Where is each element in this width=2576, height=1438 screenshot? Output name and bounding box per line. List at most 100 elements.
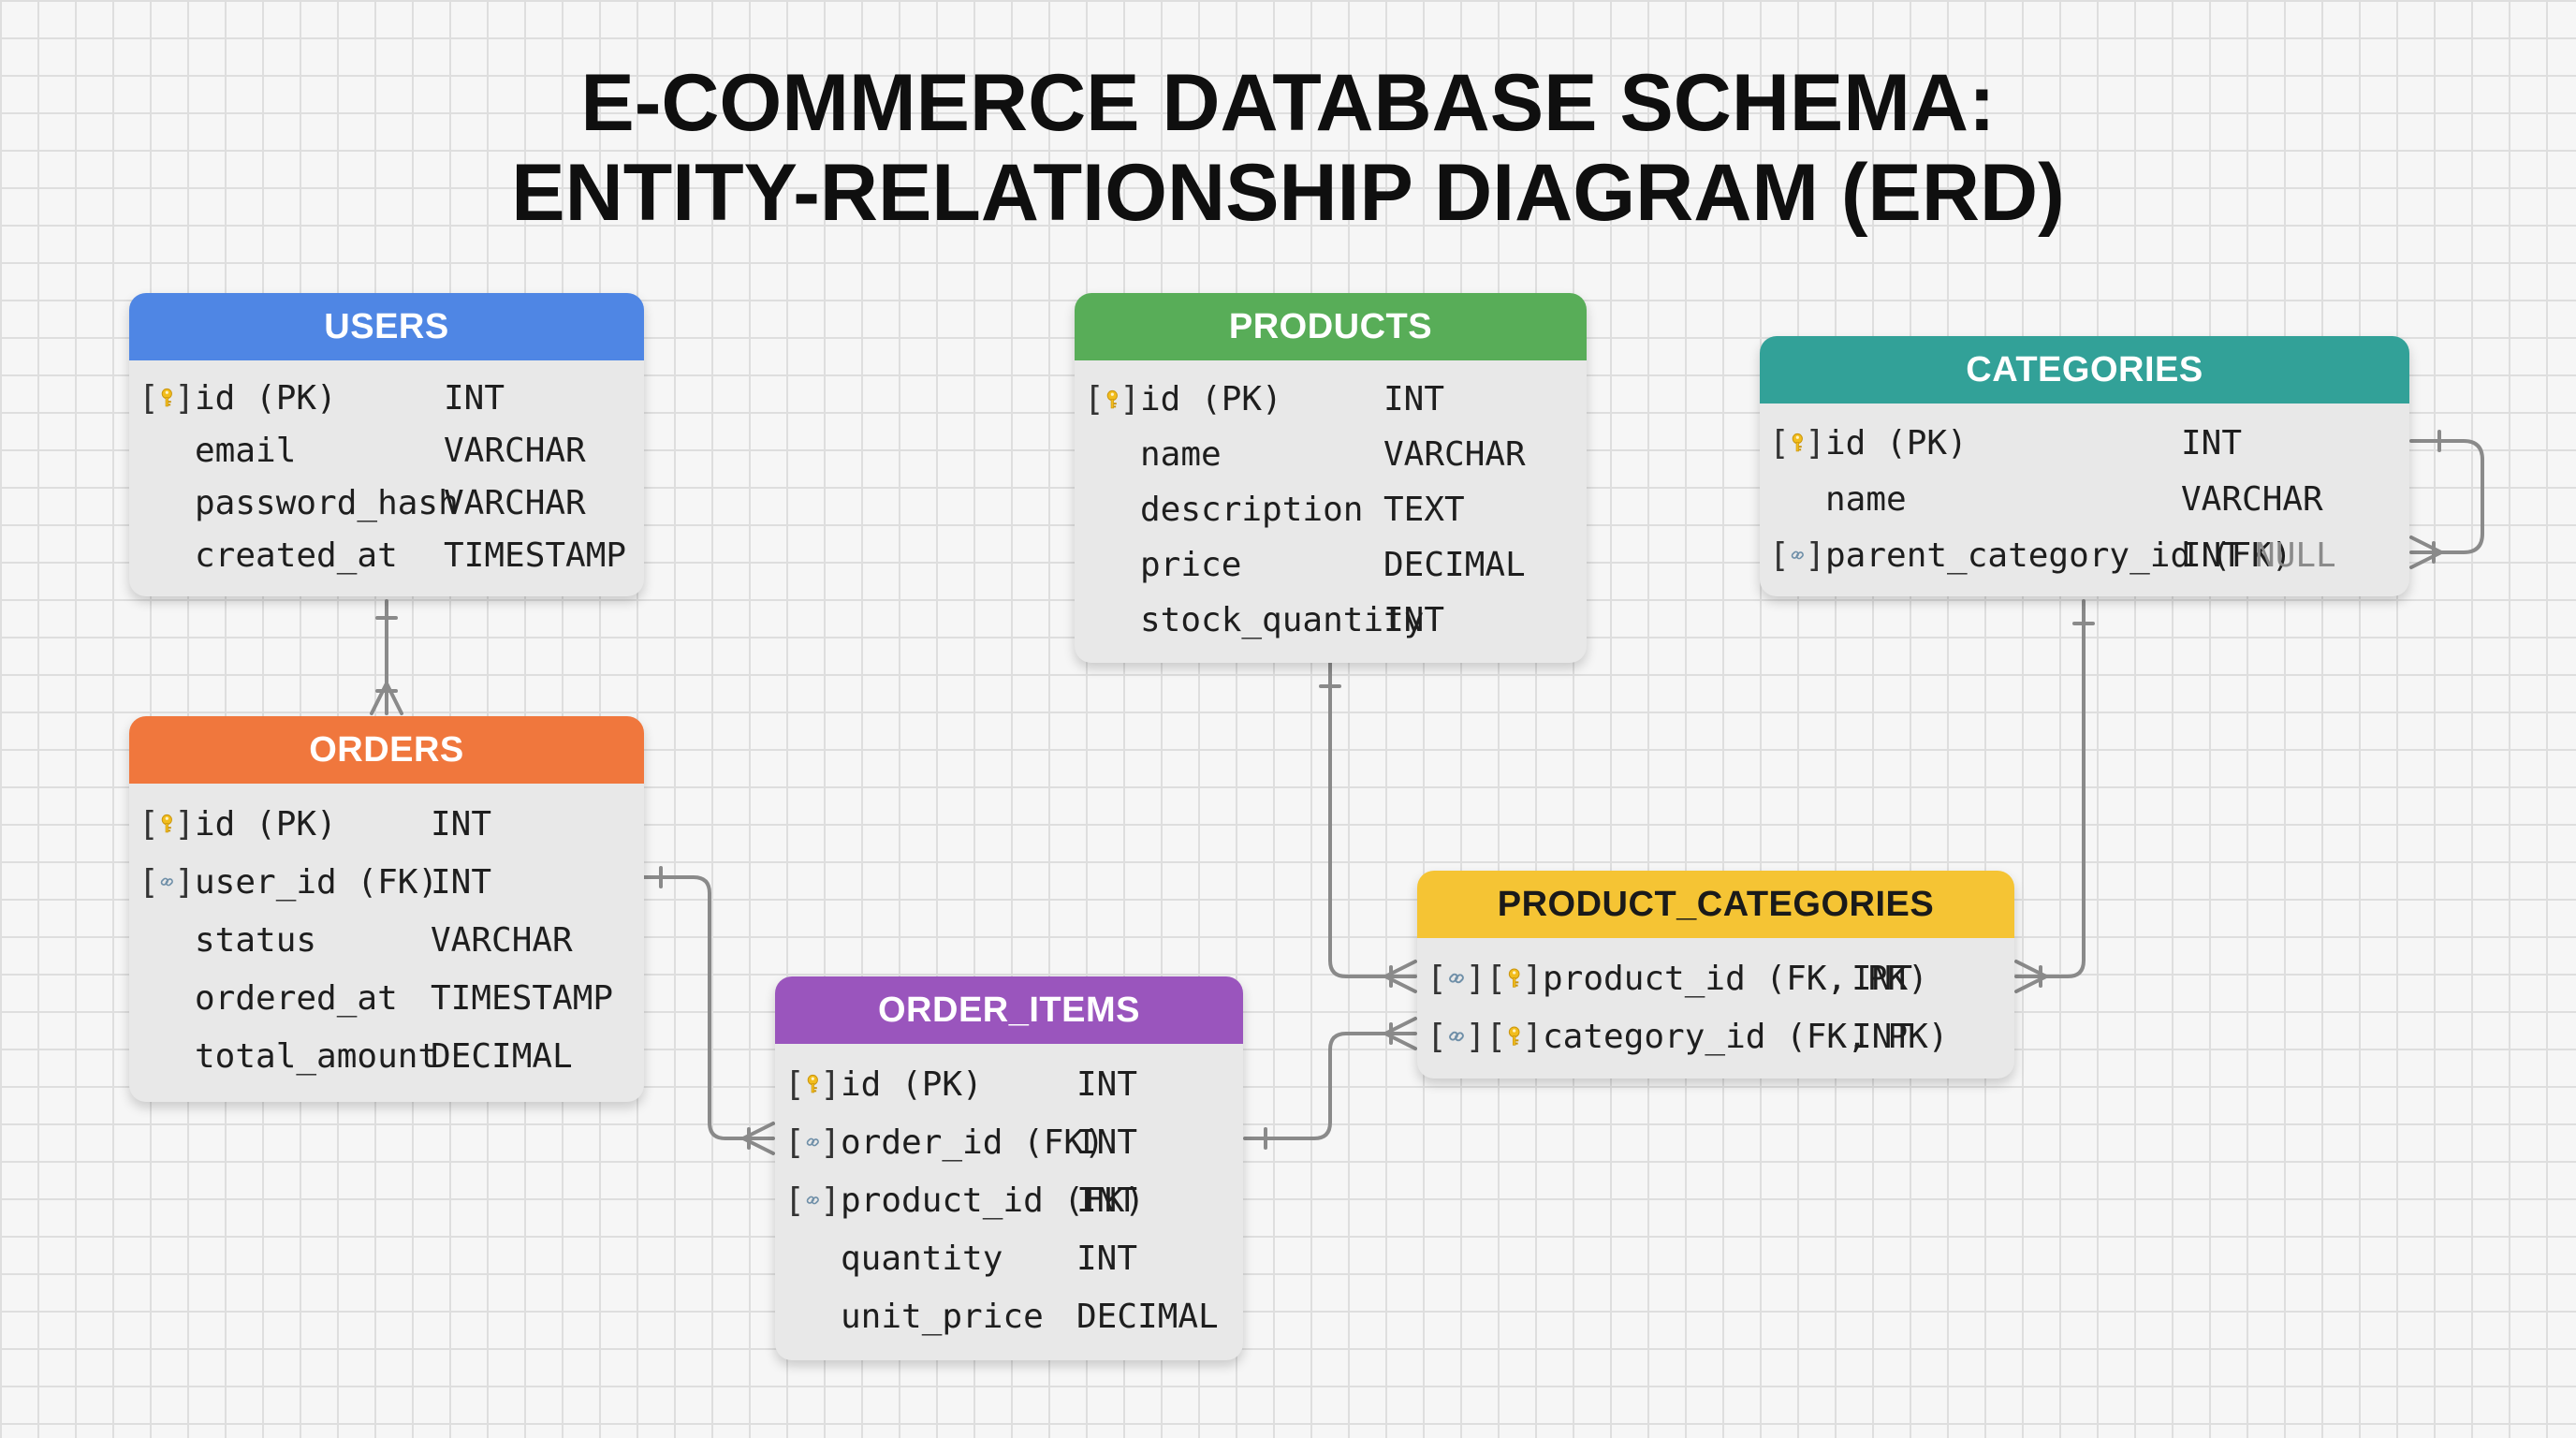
attribute-row: email VARCHAR xyxy=(139,424,627,477)
attribute-name: product_id (FK, PK) xyxy=(1543,959,1928,998)
entity-body-product-categories: [][]product_id (FK, PK)INT[][]category_i… xyxy=(1417,938,2014,1078)
attribute-name: name xyxy=(1140,435,1222,474)
attribute-name: user_id (FK) xyxy=(195,862,439,902)
attribute-type: INT xyxy=(1383,601,1445,639)
attribute-name: quantity xyxy=(841,1239,1003,1278)
marker-bracket: [ xyxy=(784,1064,805,1104)
attribute-name: stock_quantity xyxy=(1140,601,1425,639)
title-line-1: E-COMMERCE DATABASE SCHEMA: xyxy=(580,58,1996,148)
key-icon xyxy=(161,388,172,407)
attribute-type: VARCHAR xyxy=(444,483,586,522)
entity-body-order-items: []id (PK)INT[]order_id (FK)INT[]product_… xyxy=(775,1044,1243,1358)
attribute-marker: [] xyxy=(1769,424,1825,462)
attribute-type: INT xyxy=(444,378,505,418)
attribute-name: email xyxy=(195,431,297,470)
marker-bracket: ] xyxy=(1522,959,1543,998)
rel-users-orders xyxy=(370,599,403,715)
attribute-type: INT xyxy=(1852,959,1913,998)
attribute-row: unit_price DECIMAL xyxy=(784,1287,1226,1345)
attribute-type: INT xyxy=(1076,1239,1138,1278)
marker-bracket: [ xyxy=(1427,1017,1447,1056)
attribute-type: INT xyxy=(1076,1123,1138,1162)
key-icon xyxy=(1106,389,1118,408)
attribute-type: TIMESTAMP xyxy=(431,978,614,1018)
key-icon xyxy=(1508,968,1520,988)
attribute-marker: [] xyxy=(1084,380,1140,418)
attribute-name: total_amount xyxy=(195,1036,439,1076)
attribute-name: ordered_at xyxy=(195,978,398,1018)
attribute-marker: [] xyxy=(784,1123,841,1162)
diagram-title: E-COMMERCE DATABASE SCHEMA: ENTITY-RELAT… xyxy=(0,58,2576,238)
marker-bracket: ] xyxy=(1120,380,1140,418)
link-icon xyxy=(806,1137,819,1147)
entity-header-categories: CATEGORIES xyxy=(1760,336,2409,404)
link-icon xyxy=(1448,1031,1464,1042)
attribute-type: VARCHAR xyxy=(444,431,586,470)
attribute-row: []id (PK)INT xyxy=(784,1055,1226,1113)
marker-bracket: ] xyxy=(174,804,195,844)
rel-products-product-categories xyxy=(1319,661,1417,993)
attribute-marker: [] xyxy=(139,863,195,902)
attribute-type: DECIMAL xyxy=(1383,546,1526,584)
attribute-type: DECIMAL xyxy=(1076,1297,1219,1336)
entity-header-products: PRODUCTS xyxy=(1075,293,1587,360)
attribute-type: INT xyxy=(2181,423,2243,462)
attribute-name: id (PK) xyxy=(1140,380,1282,418)
attribute-type: TEXT xyxy=(1383,491,1465,529)
entity-header-users: USERS xyxy=(129,293,644,360)
entity-header-product-categories: PRODUCT_CATEGORIES xyxy=(1417,871,2014,938)
attribute-type: INT xyxy=(1383,380,1445,418)
link-icon xyxy=(1791,550,1804,560)
attribute-name: unit_price xyxy=(841,1297,1044,1336)
attribute-row: name VARCHAR xyxy=(1084,427,1570,482)
entity-products: PRODUCTS []id (PK) INT name VARCHAR descripti… xyxy=(1075,293,1587,663)
rel-categories-self xyxy=(2409,430,2484,569)
attribute-type: INT xyxy=(1076,1181,1138,1220)
attribute-name: order_id (FK) xyxy=(841,1123,1105,1162)
attribute-row: []user_id (FK)INT xyxy=(139,853,627,911)
marker-bracket: [ xyxy=(1486,1017,1507,1056)
marker-bracket: ] xyxy=(820,1181,841,1220)
marker-bracket: ] xyxy=(820,1123,841,1162)
attribute-name: category_id (FK, PK) xyxy=(1543,1017,1949,1056)
attribute-type: INT xyxy=(431,804,492,844)
marker-bracket: [ xyxy=(139,804,159,844)
attribute-marker: [] xyxy=(139,805,195,844)
attribute-type: TIMESTAMP xyxy=(444,536,627,575)
attribute-row: []id (PK)INT xyxy=(1769,415,2393,471)
attribute-name: id (PK) xyxy=(841,1064,983,1104)
rel-orders-order-items xyxy=(642,866,775,1155)
attribute-name: product_id (FK) xyxy=(841,1181,1146,1220)
marker-bracket: [ xyxy=(784,1123,805,1162)
attribute-marker: [][] xyxy=(1427,960,1543,998)
rel-categories-product-categories xyxy=(2014,599,2095,993)
attribute-type: INT xyxy=(1076,1064,1138,1104)
attribute-row: ordered_at TIMESTAMP xyxy=(139,969,627,1027)
entity-header-order-items: ORDER_ITEMS xyxy=(775,976,1243,1044)
attribute-type: INT xyxy=(2181,536,2243,575)
attribute-name: parent_category_id (FK) xyxy=(1825,536,2292,575)
attribute-type: INT xyxy=(431,862,492,902)
marker-bracket: [ xyxy=(139,378,159,418)
attribute-name: id (PK) xyxy=(195,378,337,418)
link-icon xyxy=(1448,973,1464,984)
key-icon xyxy=(1792,433,1803,452)
attribute-row: []id (PK) INT xyxy=(1084,372,1570,427)
entity-header-orders: ORDERS xyxy=(129,716,644,784)
link-icon xyxy=(806,1196,819,1205)
attribute-type: VARCHAR xyxy=(1383,435,1526,474)
marker-bracket: ] xyxy=(1522,1017,1543,1056)
attribute-row: [][]product_id (FK, PK)INT xyxy=(1427,949,1998,1007)
attribute-row: [][]category_id (FK, PK)INT xyxy=(1427,1007,1998,1065)
attribute-marker: [] xyxy=(139,379,195,418)
